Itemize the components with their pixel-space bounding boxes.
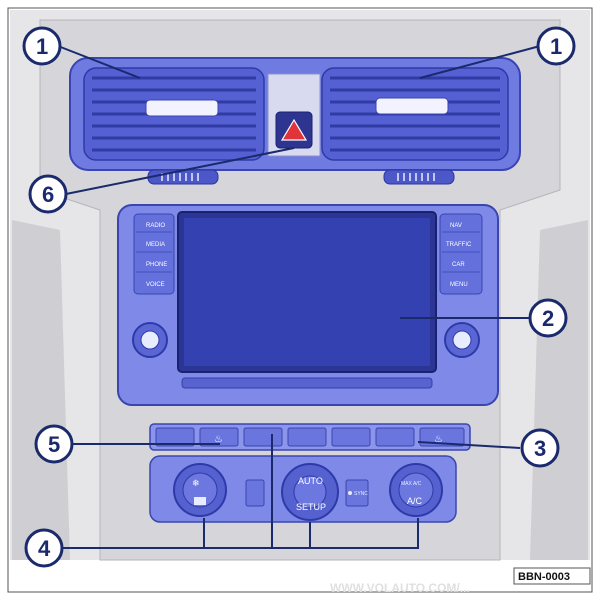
sync-indicator [348, 491, 352, 495]
callout-label: 1 [550, 34, 562, 59]
radio-unit: RADIO MEDIA PHONE VOICE NAV TRAFFIC CAR … [117, 204, 499, 406]
ac-label: A/C [407, 496, 423, 506]
seat-heat-left-button[interactable] [199, 427, 239, 447]
figure-code: BBN-0003 [518, 571, 570, 583]
seat-heat-left-icon: ♨ [214, 434, 223, 445]
sync-button[interactable] [345, 479, 369, 507]
left-knob-inner [182, 472, 218, 508]
front-defrost-icon [194, 497, 206, 505]
leader-4 [60, 518, 419, 549]
leader-3 [417, 441, 521, 449]
callout-label: 2 [542, 306, 554, 331]
left-button-column [133, 213, 175, 295]
right-vent-slider[interactable] [375, 97, 449, 115]
radio-button-media[interactable]: MEDIA [136, 242, 172, 253]
phone-button-label: PHONE [146, 262, 167, 268]
fan-down-button[interactable] [245, 479, 265, 507]
leader-1-right [419, 45, 541, 79]
center-knob-inner [293, 475, 327, 509]
air-direction-middle-button[interactable] [287, 427, 327, 447]
right-vent [321, 67, 509, 161]
climate-panel: ♨ ♨ ❄ SYNC AUTO SETUP MAX A/C A/C [149, 423, 471, 523]
seat-heat-right-button[interactable] [419, 427, 465, 447]
air-vents [69, 57, 521, 185]
radio-button-label: RADIO [146, 223, 165, 229]
power-icon [140, 330, 160, 350]
cd-slot [181, 377, 433, 389]
right-button-column [439, 213, 483, 295]
radio-button-car[interactable]: CAR [442, 262, 480, 273]
figure-frame [7, 7, 593, 593]
hazard-triangle-icon [280, 118, 308, 141]
tune-knob-cap [452, 330, 472, 350]
recirculation-button[interactable] [375, 427, 415, 447]
radio-button-nav[interactable]: NAV [442, 223, 480, 233]
max-ac-label: MAX A/C [401, 481, 422, 487]
callout-1-left: 1 [22, 26, 62, 66]
leader-6 [65, 147, 295, 195]
leader-1-left [57, 45, 141, 79]
right-knob-inner [398, 472, 434, 508]
callout-label: 4 [38, 536, 51, 561]
touchscreen-glass [184, 218, 430, 366]
auto-label: AUTO [298, 476, 323, 486]
radio-button-traffic[interactable]: TRAFFIC [442, 242, 480, 253]
callout-6: 6 [28, 174, 68, 214]
figure-code-box [513, 567, 591, 585]
radio-button-phone[interactable]: PHONE [136, 262, 172, 273]
traffic-button-label: TRAFFIC [446, 242, 472, 248]
callout-4: 4 [24, 528, 64, 568]
callout-1-right: 1 [536, 26, 576, 66]
watermark: WWW.VOLAUTO.COM/... [330, 581, 470, 595]
car-button-label: CAR [452, 262, 465, 268]
sync-label: SYNC [354, 491, 368, 497]
air-direction-lower-button[interactable] [331, 427, 371, 447]
media-button-label: MEDIA [146, 242, 165, 248]
air-direction-upper-button[interactable] [243, 427, 283, 447]
right-vent-wheel[interactable] [383, 169, 455, 185]
left-vent-wheel[interactable] [147, 169, 219, 185]
callout-2: 2 [528, 298, 568, 338]
nav-button-label: NAV [450, 223, 462, 229]
callout-label: 5 [48, 432, 60, 457]
climate-row-buttons: ♨ ♨ [155, 427, 465, 447]
callout-markers: 1 1 2 3 4 5 6 [22, 26, 576, 568]
left-vent-slider[interactable] [145, 99, 219, 117]
callout-3: 3 [520, 428, 560, 468]
setup-label: SETUP [296, 502, 326, 512]
menu-button-label: MENU [450, 282, 468, 288]
callout-leaders [57, 45, 541, 549]
windshield-defrost-icon: ❄ [192, 478, 200, 488]
callout-label: 6 [42, 182, 54, 207]
radio-button-menu[interactable]: MENU [450, 282, 468, 288]
left-vent [83, 67, 265, 161]
callout-label: 1 [36, 34, 48, 59]
radio-button-radio[interactable]: RADIO [136, 223, 172, 233]
voice-button-label: VOICE [146, 282, 165, 288]
callout-5: 5 [34, 424, 74, 464]
callout-label: 3 [534, 436, 546, 461]
radio-button-voice[interactable]: VOICE [146, 282, 165, 288]
seat-heat-right-icon: ♨ [434, 434, 443, 445]
left-trim [12, 220, 70, 560]
rear-defrost-button[interactable] [155, 427, 195, 447]
